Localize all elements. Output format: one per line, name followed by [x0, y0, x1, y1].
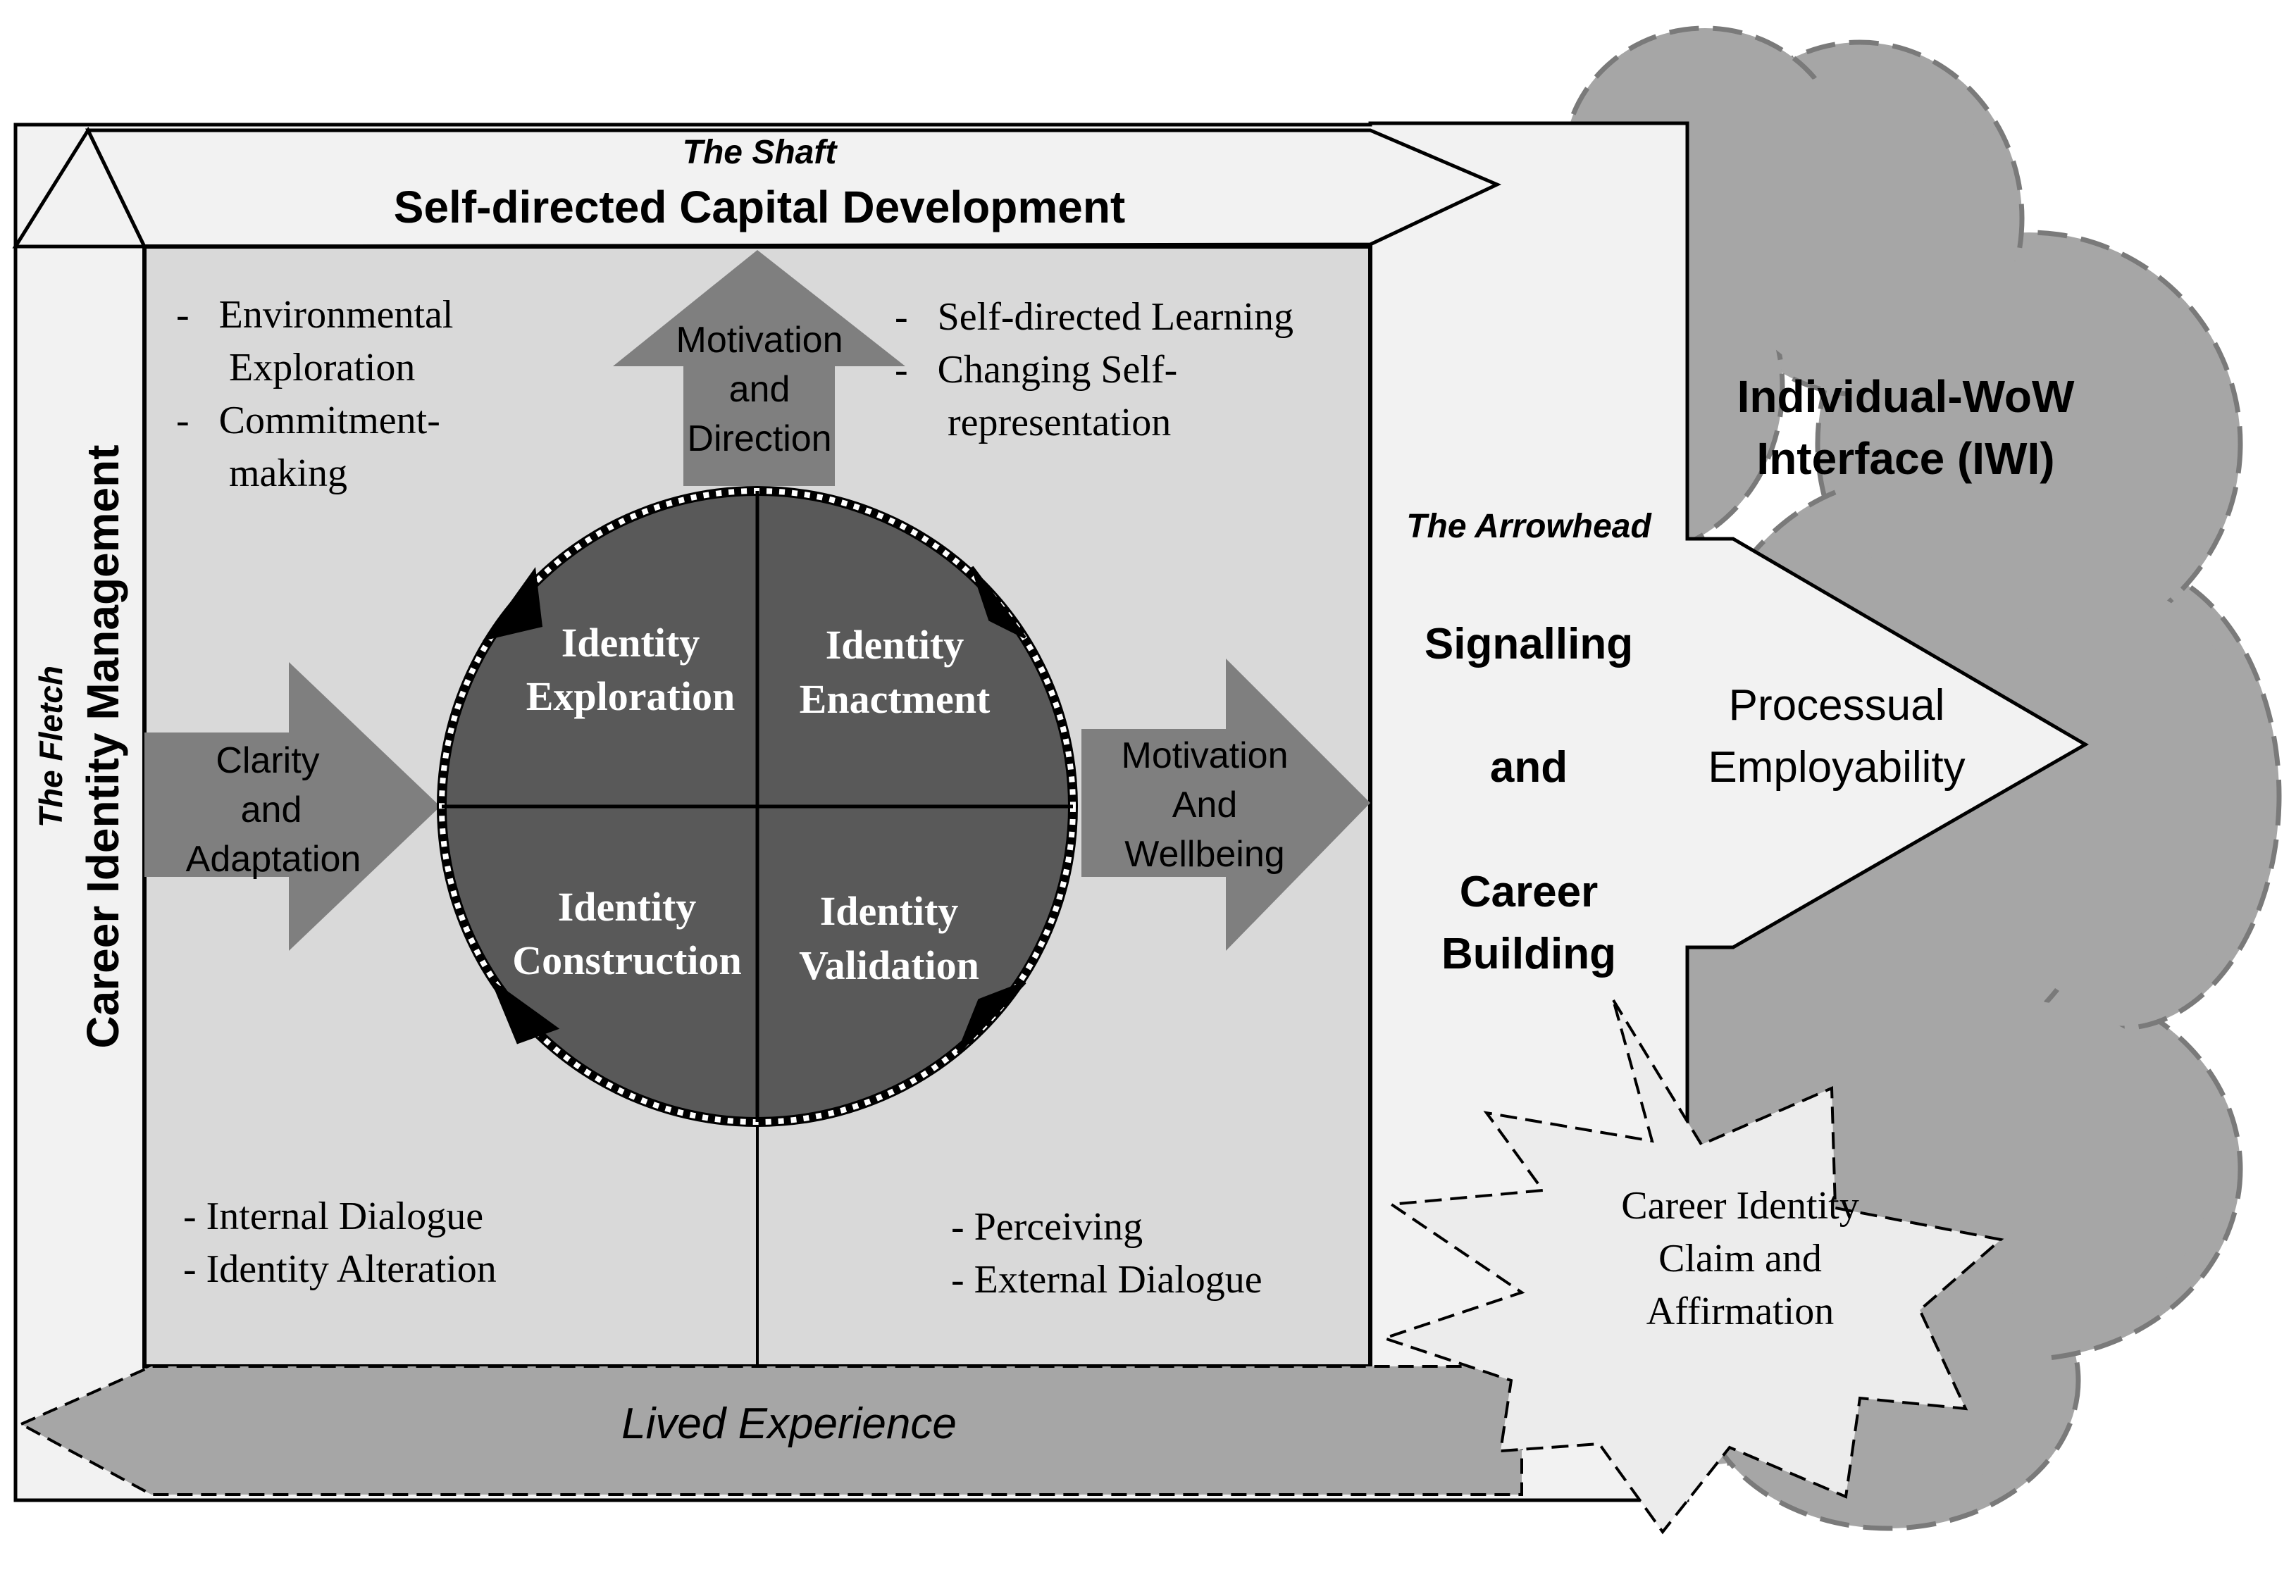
- fletch-title: Career Identity Management: [77, 444, 128, 1048]
- quadrant-enactment-line-2: Enactment: [800, 676, 991, 722]
- shaft-caption: The Shaft: [683, 134, 838, 171]
- quadrant-exploration-line-2: Exploration: [526, 673, 736, 719]
- lived-experience-label: Lived Experience: [621, 1399, 957, 1448]
- bottom-right-list-line-1: - Perceiving: [951, 1205, 1143, 1249]
- right-arrow-line-3: Wellbeing: [1124, 834, 1284, 875]
- fletch-caption: The Fletch: [32, 666, 69, 828]
- processual-line-2: Employability: [1708, 743, 1965, 792]
- top-left-list-line-1: - Environmental: [176, 293, 453, 337]
- shaft-arrow: [85, 128, 1502, 249]
- left-arrow-line-1: Clarity: [216, 740, 319, 781]
- star-line-1: Career Identity: [1621, 1184, 1858, 1228]
- cycle-arrowhead-icon: [971, 566, 1026, 639]
- top-right-list-line-3: representation: [948, 401, 1171, 444]
- top-right-list-line-2: - Changing Self-: [895, 348, 1177, 392]
- arrowhead-line-3: Career: [1460, 868, 1598, 916]
- cycle-arrowhead-icon: [483, 567, 542, 641]
- claim-affirmation-star: [1379, 999, 2004, 1535]
- left-arrow-line-3: Adaptation: [186, 839, 361, 880]
- arrowhead-line-4: Building: [1441, 930, 1616, 978]
- quadrant-exploration-line-1: Identity: [561, 620, 700, 666]
- up-arrow-line-3: Direction: [687, 418, 831, 459]
- quadrant-construction-line-2: Construction: [512, 937, 741, 983]
- bottom-left-list-line-2: - Identity Alteration: [183, 1247, 497, 1291]
- top-left-list-line-3: - Commitment-: [176, 399, 440, 442]
- quadrant-validation-line-2: Validation: [799, 942, 979, 988]
- right-arrow-line-2: And: [1172, 785, 1238, 825]
- arrowhead-line-2: and: [1490, 743, 1568, 792]
- processual-line-1: Processual: [1729, 681, 1945, 730]
- up-arrow-line-1: Motivation: [676, 320, 843, 361]
- iwi-line-2: Interface (IWI): [1756, 433, 2054, 484]
- iwi-line-1: Individual-WoW: [1737, 371, 2075, 422]
- arrowhead-caption: The Arrowhead: [1406, 508, 1652, 545]
- lived-experience-arrow: [18, 1365, 1523, 1496]
- cycle-arrowhead-icon: [957, 981, 1026, 1054]
- right-arrow-line-1: Motivation: [1122, 735, 1289, 776]
- clarity-adaptation-arrow: [144, 662, 440, 951]
- bottom-left-list-line-1: - Internal Dialogue: [183, 1195, 483, 1238]
- motivation-wellbeing-arrow: [1081, 659, 1370, 951]
- top-left-list-line-4: making: [229, 451, 347, 495]
- left-arrow-line-2: and: [241, 790, 302, 830]
- cycle-arrowhead-icon: [490, 978, 560, 1045]
- shaft-title: Self-directed Capital Development: [394, 182, 1125, 232]
- top-left-list-line-2: Exploration: [229, 346, 415, 389]
- identity-cycle: [437, 486, 1078, 1127]
- star-line-2: Claim and: [1658, 1237, 1822, 1280]
- arrowhead-line-1: Signalling: [1425, 620, 1633, 668]
- quadrant-validation-line-1: Identity: [820, 888, 959, 934]
- top-right-list-line-1: - Self-directed Learning: [895, 295, 1293, 339]
- quadrant-construction-line-1: Identity: [558, 884, 697, 930]
- up-arrow-line-2: and: [729, 369, 790, 410]
- star-line-3: Affirmation: [1646, 1290, 1834, 1333]
- motivation-direction-arrow: [613, 250, 905, 486]
- quadrant-enactment-line-1: Identity: [826, 622, 964, 668]
- bottom-right-list-line-2: - External Dialogue: [951, 1258, 1262, 1302]
